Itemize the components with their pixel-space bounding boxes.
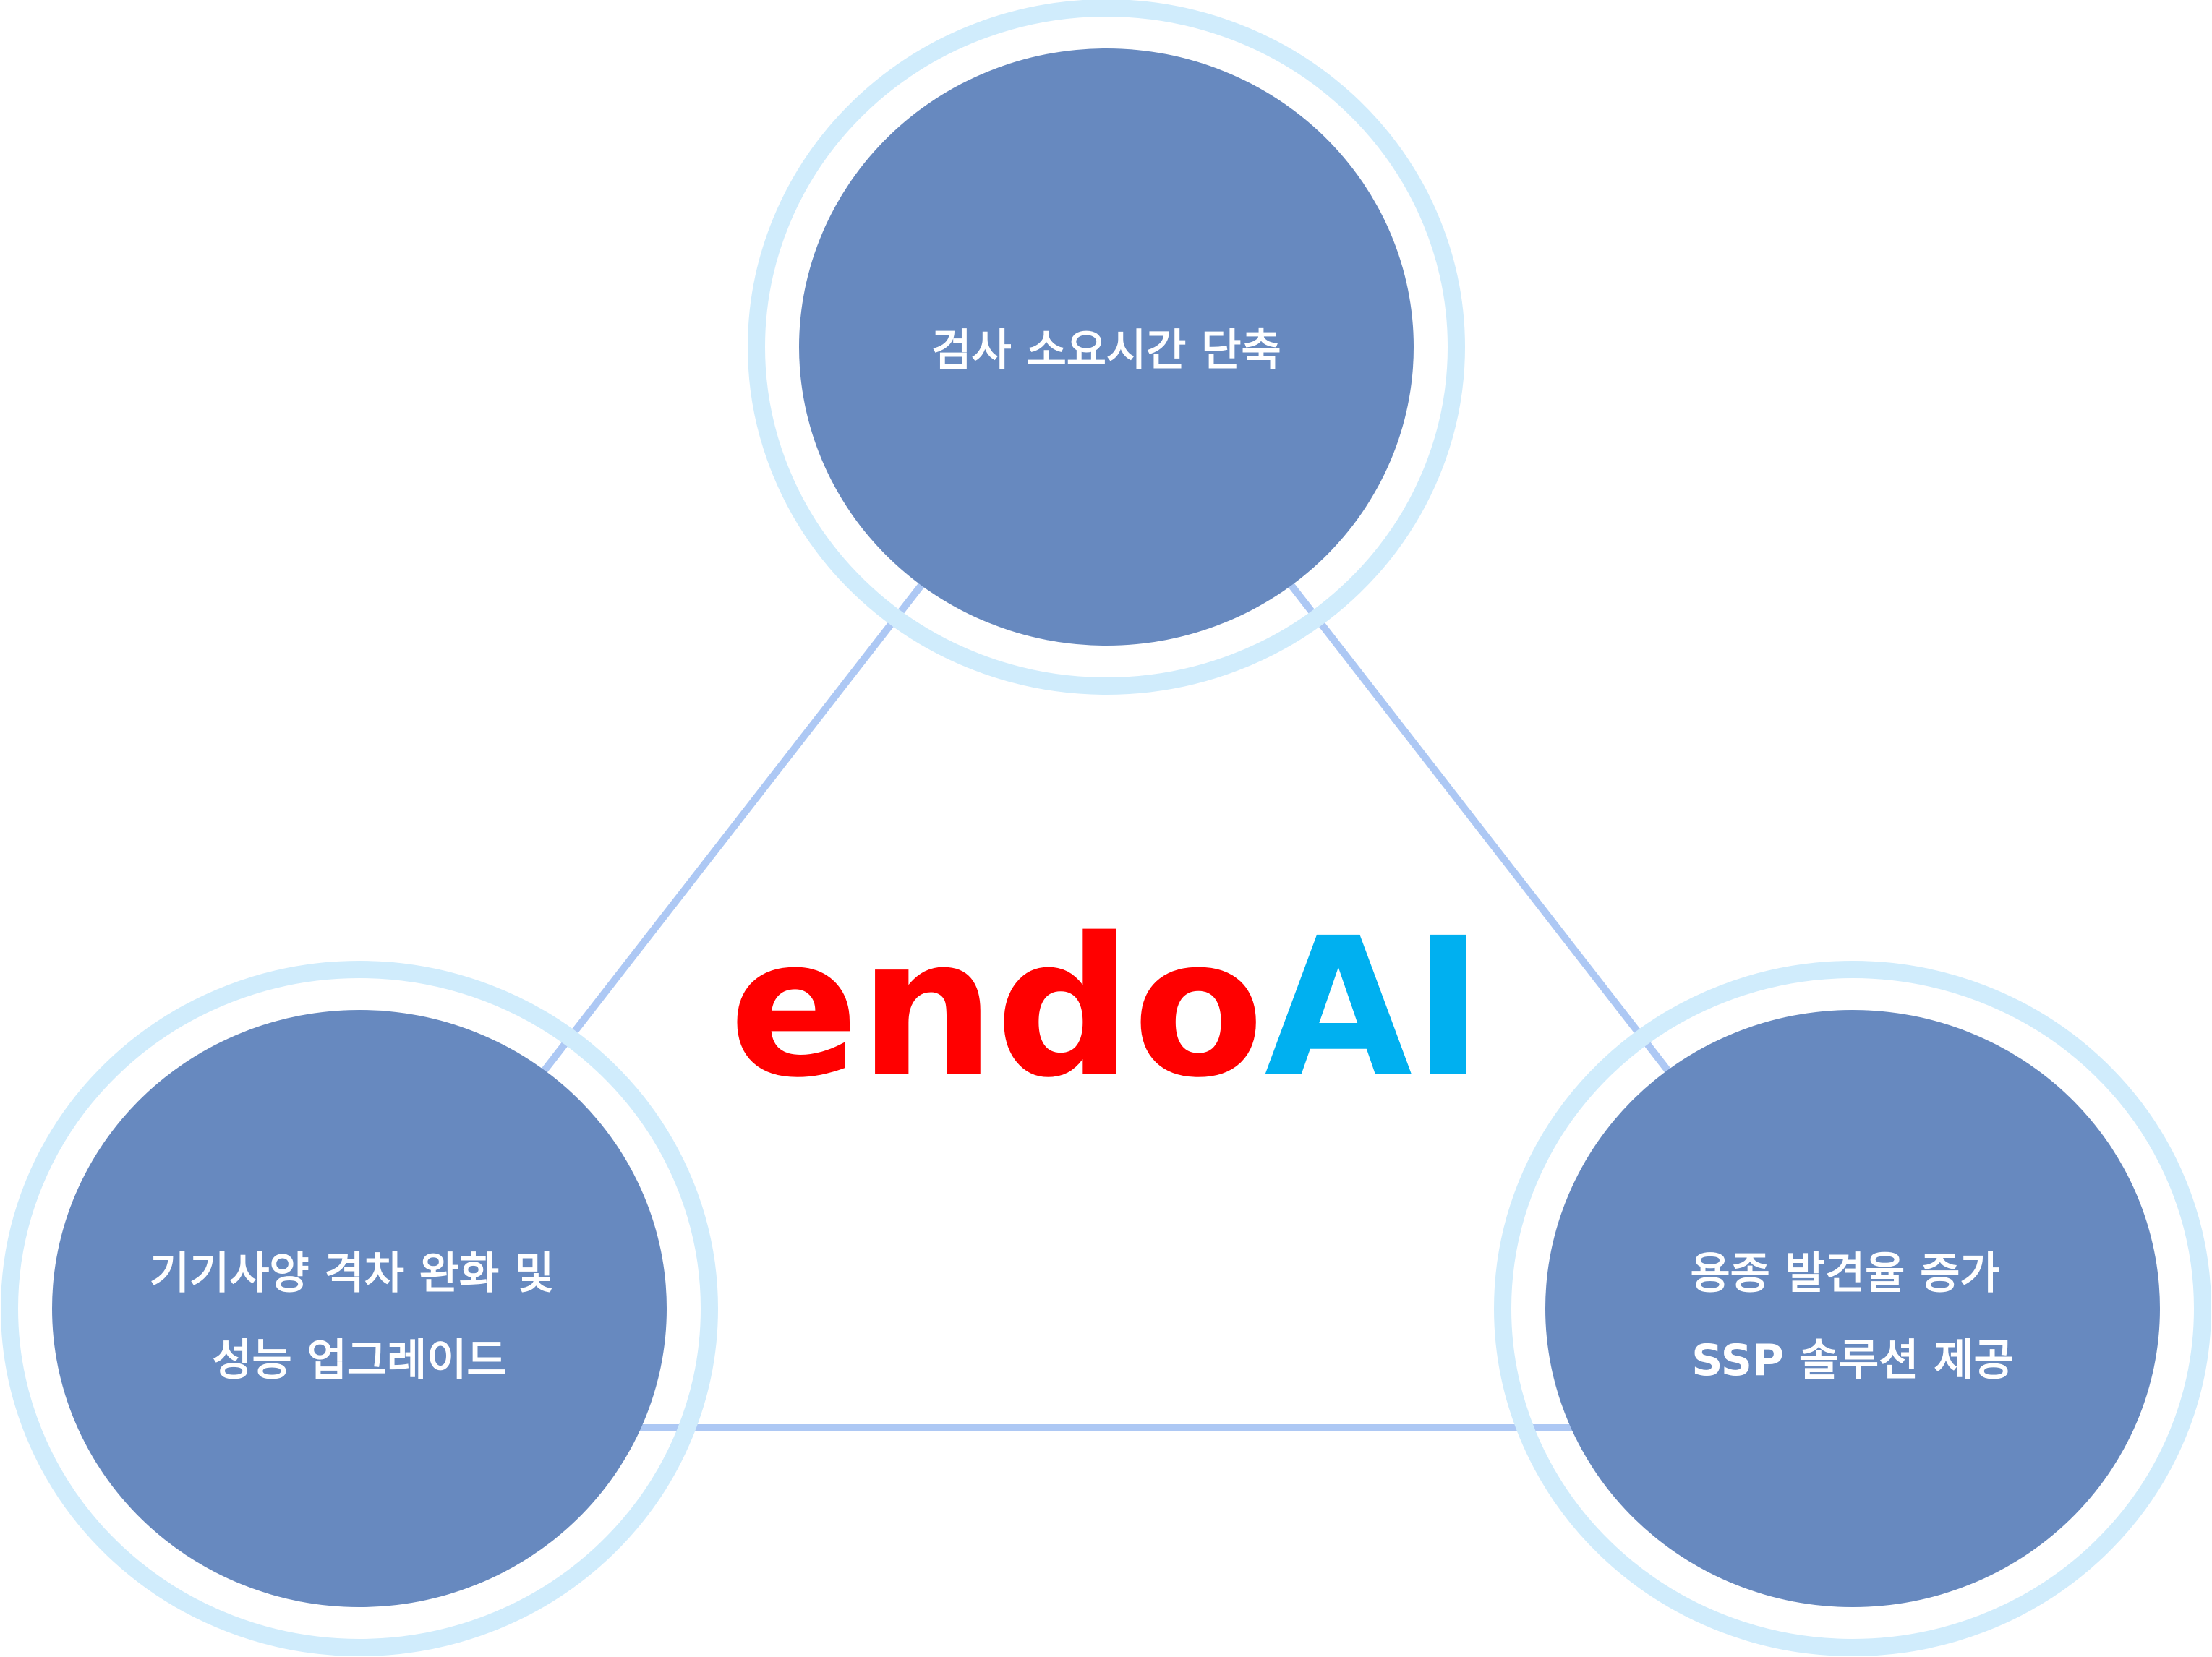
node-top: 검사 소요시간 단축 <box>748 0 1465 695</box>
node-bottom-right-label-line-1: 용종 발견율 증가 <box>1690 1249 1999 1299</box>
node-bottom-left: 기기사양 격차 완화 및 성능 업그레이드 <box>1 961 718 1656</box>
node-bottom-left-outer-ring <box>1 961 718 1656</box>
logo-part-ai: AI <box>1264 897 1484 1120</box>
node-bottom-right: 용종 발견율 증가 SSP 솔루션 제공 <box>1494 961 2211 1656</box>
node-top-label: 검사 소요시간 단축 <box>931 325 1281 376</box>
node-bottom-right-label: 용종 발견율 증가 SSP 솔루션 제공 <box>1690 1249 2015 1386</box>
logo-part-endo: endo <box>729 897 1264 1120</box>
node-bottom-right-label-line-2: SSP 솔루션 제공 <box>1691 1335 2013 1386</box>
node-bottom-right-circle <box>1545 1010 2160 1607</box>
node-bottom-left-circle <box>52 1010 667 1607</box>
node-top-label-line-1: 검사 소요시간 단축 <box>931 325 1281 376</box>
endoai-logo: endoAI <box>729 897 1484 1120</box>
node-bottom-left-label: 기기사양 격차 완화 및 성능 업그레이드 <box>150 1249 569 1386</box>
node-bottom-left-label-line-1: 기기사양 격차 완화 및 <box>150 1249 554 1299</box>
node-bottom-right-outer-ring <box>1494 961 2211 1656</box>
node-top-circle <box>799 48 1414 646</box>
node-top-outer-ring <box>748 0 1465 695</box>
node-bottom-left-label-line-2: 성능 업그레이드 <box>212 1335 506 1386</box>
